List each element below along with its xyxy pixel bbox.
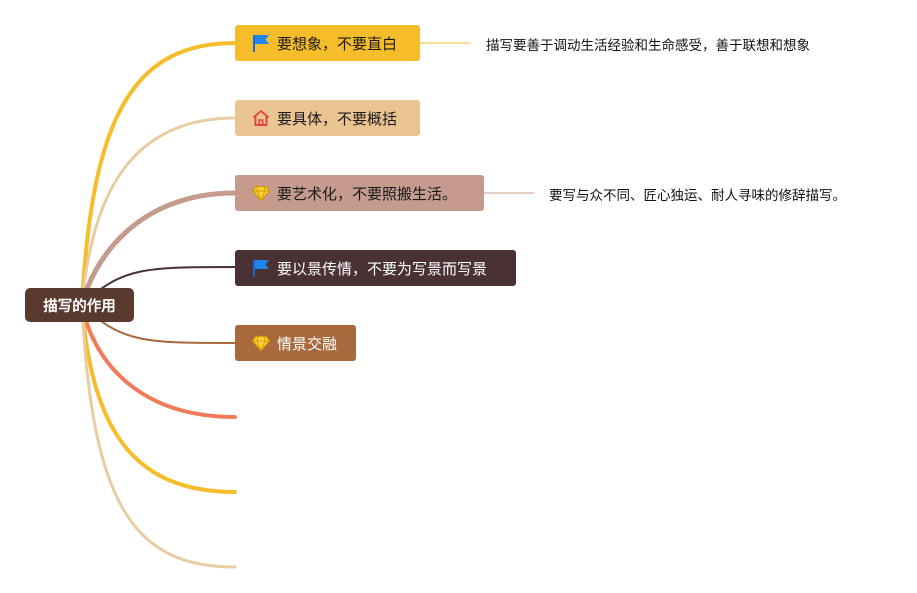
branch-label: 要以景传情，不要为写景而写景 (277, 259, 488, 278)
branch-node-emotion[interactable]: 要以景传情，不要为写景而写景 (235, 250, 516, 286)
empty-branch-connector (80, 303, 237, 494)
branch-label: 情景交融 (277, 334, 338, 353)
branch-connector (80, 41, 237, 307)
empty-branch-connector (80, 303, 237, 419)
branch-node-concrete[interactable]: 要具体，不要概括 (235, 100, 420, 136)
root-node[interactable]: 描写的作用 (25, 288, 134, 322)
yellow-diamond-icon (251, 183, 271, 203)
branch-node-blend[interactable]: 情景交融 (235, 325, 356, 361)
empty-branch-connector (80, 303, 237, 569)
blue-flag-icon (251, 33, 271, 53)
branch-label: 要艺术化，不要照搬生活。 (277, 184, 458, 203)
branch-connector (80, 116, 237, 307)
branch-node-artistic[interactable]: 要艺术化，不要照搬生活。 (235, 175, 484, 211)
branch-label: 要具体，不要概括 (277, 109, 398, 128)
branch-label: 要想象，不要直白 (277, 34, 398, 53)
note-imagination: 描写要善于调动生活经验和生命感受，善于联想和想象 (486, 38, 810, 54)
yellow-diamond-icon (251, 333, 271, 353)
note-artistic: 要写与众不同、匠心独运、耐人寻味的修辞描写。 (549, 188, 846, 204)
blue-flag-icon (251, 258, 271, 278)
root-label: 描写的作用 (43, 298, 116, 315)
red-house-icon (251, 108, 271, 128)
branch-node-imagination[interactable]: 要想象，不要直白 (235, 25, 420, 61)
